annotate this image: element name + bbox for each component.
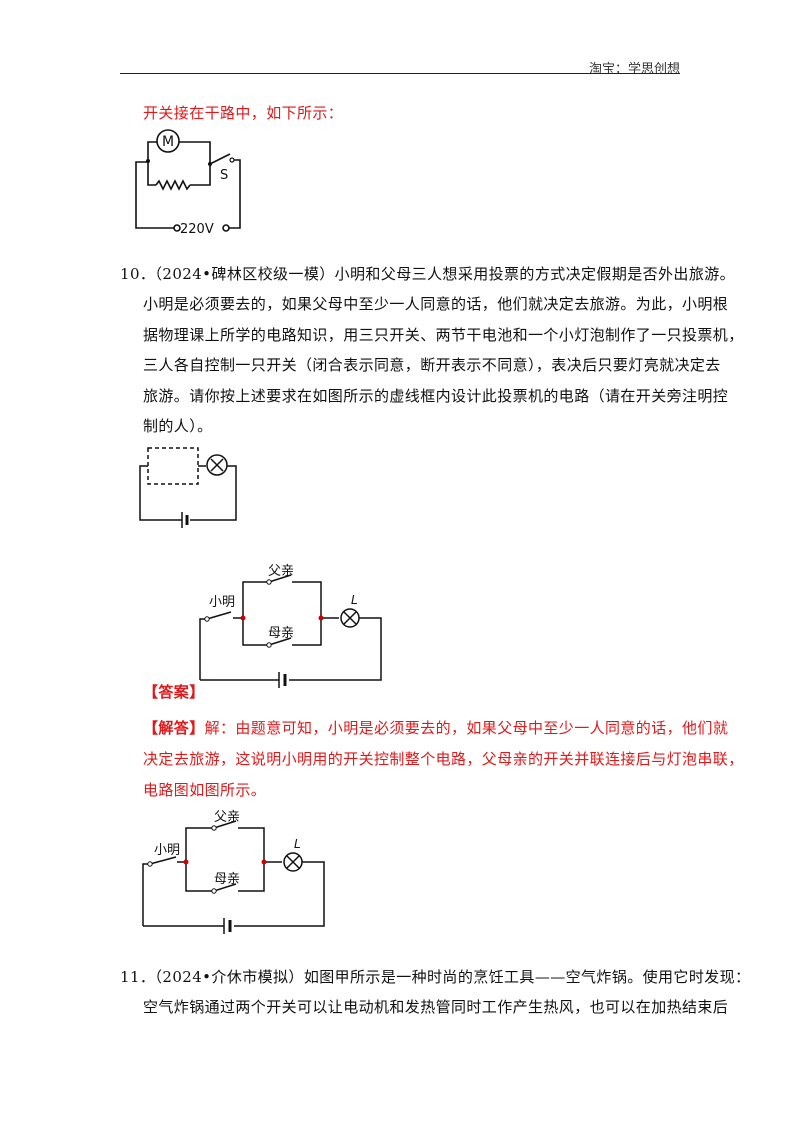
mother-label-2: 母亲 [214, 872, 240, 887]
solution-line-3: 电路图如图所示。 [143, 781, 267, 799]
mother-label-1: 母亲 [268, 626, 294, 641]
answer-circuit-diagram-1: 父亲 母亲 小明 L [199, 564, 382, 688]
xiaoming-label-1: 小明 [209, 595, 235, 610]
voltage-label: 220V [180, 222, 214, 237]
q11-line-1: （2024•介休市模拟）如图甲所示是一种时尚的烹饪工具——空气炸锅。使用它时发现… [147, 968, 751, 986]
question-circuit-diagram [139, 447, 237, 528]
q10-line-2: 小明是必须要去的，如果父母中至少一人同意的话，他们就决定去旅游。为此，小明根 [143, 295, 729, 313]
q10-number: 10． [120, 265, 156, 283]
q10-line-5: 旅游。请你按上述要求在如图所示的虚线框内设计此投票机的电路（请在开关旁注明控 [143, 387, 729, 405]
prev-answer-text: 开关接在干路中，如下所示： [143, 104, 344, 122]
q11-line-2: 空气炸锅通过两个开关可以让电动机和发热管同时工作产生热风，也可以在加热结束后 [143, 998, 729, 1016]
solution-line-2: 决定去旅游，这说明小明用的开关控制整个电路，父母亲的开关并联连接后与灯泡串联， [143, 750, 744, 768]
q10-line-1: （2024•碑林区校级一模）小明和父母三人想采用投票的方式决定假期是否外出旅游。 [147, 265, 736, 283]
motor-label: M [162, 134, 174, 150]
solution-first: 解：由题意可知，小明是必须要去的，如果父母中至少一人同意的话，他们就 [204, 719, 729, 737]
answer-circuit-diagram-2: 父亲 母亲 小明 L [142, 810, 325, 934]
q10-line-3: 据物理课上所学的电路知识，用三只开关、两节干电池和一个小灯泡制作了一只投票机， [143, 326, 744, 344]
header-rule [120, 73, 680, 74]
xiaoming-label-2: 小明 [154, 843, 180, 858]
lamp-label-1: L [351, 593, 358, 607]
lamp-label-2: L [294, 837, 301, 851]
q10-line-6: 制的人）。 [143, 417, 213, 435]
header-brand: 淘宝：学思创想 [588, 62, 680, 77]
switch-s-label: S [220, 168, 228, 183]
motor-circuit-diagram: M S 220V [135, 129, 241, 237]
father-label-1: 父亲 [268, 564, 294, 579]
solution-tag: 【解答】 [143, 719, 205, 737]
solution-line-1: 【解答】解：由题意可知，小明是必须要去的，如果父母中至少一人同意的话，他们就 [143, 717, 728, 738]
q10-line-4: 三人各自控制一只开关（闭合表示同意，断开表示不同意），表决后只要灯亮就决定去 [143, 356, 721, 374]
answer-tag: 【答案】 [143, 683, 205, 701]
father-label-2: 父亲 [214, 810, 240, 825]
q11-number: 11． [120, 968, 156, 986]
